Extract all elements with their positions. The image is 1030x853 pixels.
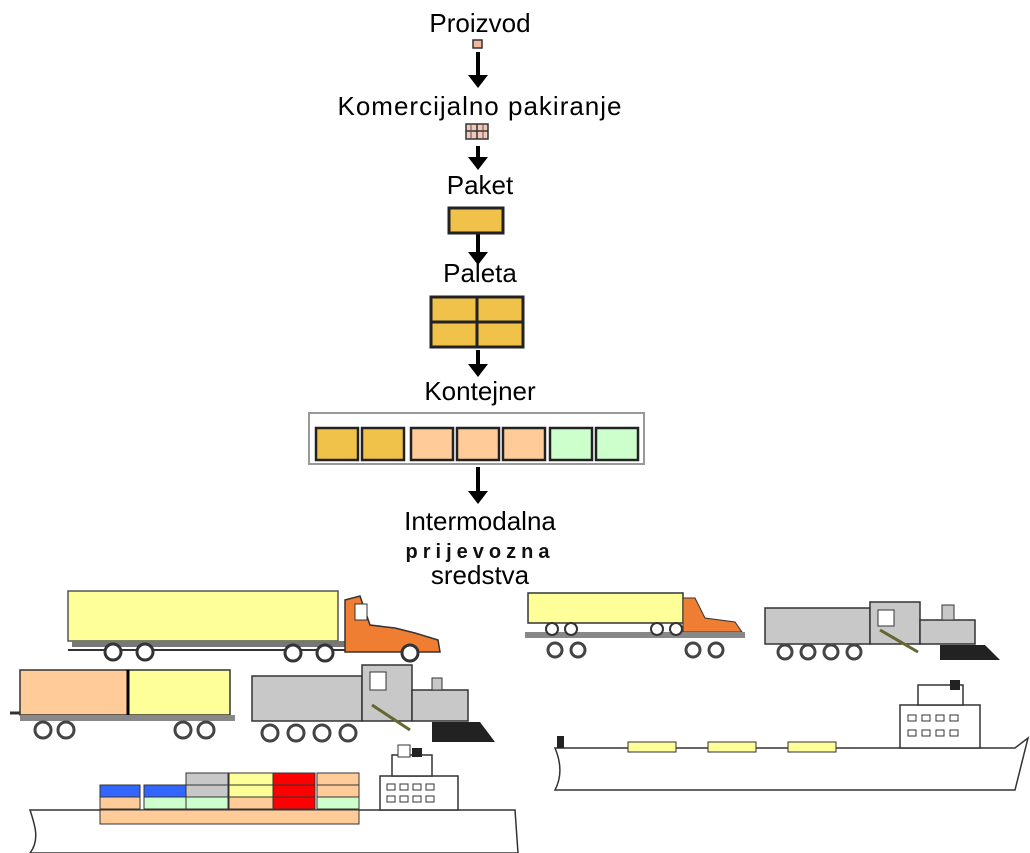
container-ship-icon xyxy=(28,744,519,853)
container-icon xyxy=(308,412,645,465)
pallet-icon xyxy=(429,295,525,349)
label-paket: Paket xyxy=(446,170,514,200)
product-icon xyxy=(472,39,483,49)
label-prijevozna: prijevozna xyxy=(405,541,555,563)
label-paleta: Paleta xyxy=(443,258,517,288)
label-kontejner: Kontejner xyxy=(424,376,536,406)
freight-train-icon xyxy=(10,664,495,743)
rail-truck-train-icon xyxy=(525,592,1000,661)
label-sredstva: sredstva xyxy=(430,560,530,590)
label-komercijalno-pakiranje: Komercijalno pakiranje xyxy=(337,91,623,121)
semi-truck-icon xyxy=(67,590,441,663)
label-intermodalna: Intermodalna xyxy=(404,506,556,536)
commercial-package-icon xyxy=(465,123,489,140)
package-icon xyxy=(447,206,505,235)
flow-arrows xyxy=(468,52,488,504)
label-proizvod: Proizvod xyxy=(429,8,531,38)
ro-ro-ship-icon xyxy=(553,680,1030,791)
